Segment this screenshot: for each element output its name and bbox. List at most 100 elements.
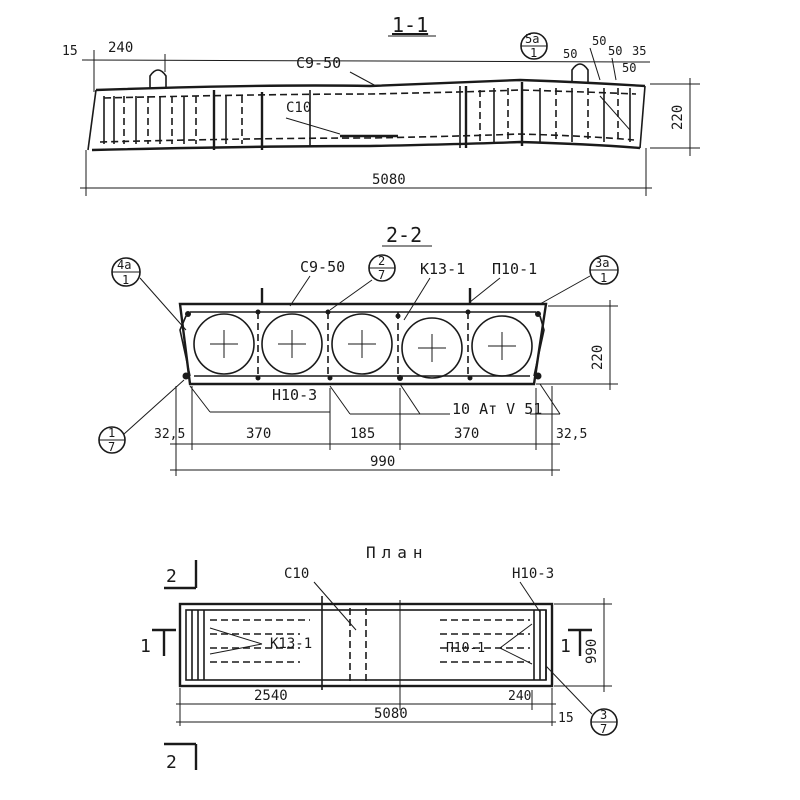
rebar-leader [399,383,421,415]
slab-left-inner [179,315,191,377]
rebar-leader [539,383,561,415]
callout-2-7-bottom: 7 [378,268,385,282]
section-1-1: 1-1 15 240 [62,13,700,196]
dim-15-top-left: 15 [62,44,78,59]
callout-3a-leader [539,275,591,305]
cut-2-top: 2 [166,566,177,587]
n10-plan-leader [519,581,541,613]
callout-2-7-top: 2 [378,254,385,268]
cut-1-right: 1 [560,636,571,657]
slab-right-inner [533,315,545,377]
dim-5080-plan: 5080 [374,706,408,722]
n10-leader [189,385,211,413]
plan-slab-outline [178,602,554,688]
cut-1-left: 1 [140,636,151,657]
cut-2-bottom: 2 [166,752,177,773]
label-c9-section-2: С9-50 [300,258,345,276]
callout-5a-top: 5а [525,32,539,46]
beam-left-end [87,89,97,151]
left-reinforcement-cage [103,90,264,150]
lifting-loop-right [571,63,589,82]
beam-bottom-rebar [99,133,635,143]
plan-title: План [366,543,429,562]
c10-leader [285,117,341,135]
dim-32-5-left: 32,5 [154,427,185,442]
plan-right-cage [440,610,547,680]
label-k13-section-2: К13-1 [420,260,465,278]
dim-220-section-2: 220 [590,345,606,370]
section-2-2-title: 2-2 [386,223,422,247]
dim-220-section-1: 220 [670,105,686,130]
dim-990-plan: 990 [584,639,600,664]
callout-2-7: 2 7 [368,254,396,282]
beam-top-rebar [103,89,637,99]
dim-50-c: 50 [608,44,622,58]
label-c10-section-1: С10 [286,100,311,116]
p10-leader [469,277,501,303]
rebar-dots [182,309,542,381]
dim-2540-plan: 2540 [254,688,288,704]
plan-view: План 2 2 1 1 К13-1 [140,543,618,773]
callout-2-7-leader [329,279,373,311]
callout-3a-top: 3а [595,256,609,270]
callout-4a-top: 4а [117,258,131,272]
dim-35: 35 [632,44,646,58]
void-1 [193,313,255,375]
dim-50-a: 50 [592,34,606,48]
void-3 [331,313,393,375]
callout-4a: 4а 1 [111,257,141,287]
dim-370-left: 370 [246,426,271,442]
label-p10-plan: П10-1 [446,641,485,656]
beam-right-end [639,85,646,149]
dim-370-right: 370 [454,426,479,442]
label-n10-plan: Н10-3 [512,566,554,582]
callout-1-7-top: 1 [108,426,115,440]
callout-1-7-leader [123,379,185,435]
callout-3a: 3а 1 [589,255,619,285]
right-reinforcement-cage [464,82,631,148]
void-2 [261,313,323,375]
callout-4a-leader [139,277,187,331]
dim-leader [611,57,617,81]
callout-5a-bottom: 1 [530,46,537,60]
dim-5080-section-1: 5080 [372,172,406,188]
slab-inner-rebar [190,311,536,377]
callout-3-7-plan: 3 7 [590,708,618,736]
callout-5a: 5а 1 [520,32,548,60]
dim-990-section-2: 990 [370,454,395,470]
dim-50-d: 50 [622,61,636,75]
dim-50-b: 50 [563,47,577,61]
beam-bottom-edge [91,140,641,152]
n10-leader [329,385,351,415]
c9-leader-2 [289,275,311,307]
label-rebar-section-2: 10 Ат V 51 [452,400,542,418]
dim-185: 185 [350,426,375,442]
dim-15-plan: 15 [558,711,574,726]
callout-3a-bottom: 1 [600,271,607,285]
callout-3-7-top: 3 [600,708,607,722]
top-dimension-line [81,59,651,63]
callout-1-7-section-2: 1 7 [98,426,126,454]
dim-leader [589,47,601,81]
void-4 [401,317,463,379]
c10-plan-leader [313,581,357,631]
label-n10-section-2: Н10-3 [272,386,317,404]
callout-3-7-leader [545,665,593,715]
section-2-2: 2-2 4а 1 2 7 3а 1 С9-50 К13-1 П10-1 [98,223,619,476]
lifting-loop-left [149,69,167,88]
callout-4a-bottom: 1 [122,273,129,287]
label-c9-section-1: С9-50 [296,54,341,72]
dim-240-top-left: 240 [108,40,133,56]
k13-leader [403,277,431,321]
plan-left-cage [191,610,310,680]
label-k13-plan: К13-1 [270,636,312,652]
beam-top-edge [95,78,646,92]
section-1-1-title: 1-1 [392,13,428,37]
callout-3-7-bottom: 7 [600,722,607,736]
label-c10-plan: С10 [284,566,309,582]
callout-1-7-bottom: 7 [108,440,115,454]
dim-32-5-right: 32,5 [556,427,587,442]
void-5 [471,315,533,377]
c9-leader [349,71,377,87]
